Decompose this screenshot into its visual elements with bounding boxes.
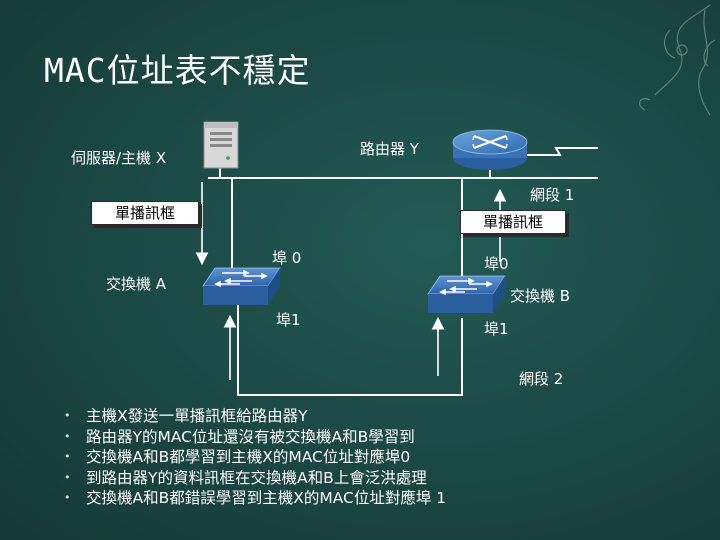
bullet-text: 交換機A和B都錯誤學習到主機X的MAC位址對應埠 1 (86, 489, 447, 507)
segment2-label: 網段 2 (519, 370, 564, 388)
switchB-port0-label: 埠0 (484, 255, 509, 273)
bullet-item: • 交換機A和B都錯誤學習到主機X的MAC位址對應埠 1 (62, 488, 446, 509)
bullet-list: • 主機X發送一單播訊框給路由器Y • 路由器Y的MAC位址還沒有被交換機A和B學習… (62, 406, 446, 509)
unicast-frame-box-b: 單播訊框 (460, 210, 566, 234)
server-label: 伺服器/主機 X (71, 149, 167, 167)
bullet-dot-icon: • (64, 470, 71, 484)
decorative-ornament (638, 4, 716, 116)
switchB-icon (427, 275, 506, 313)
bullet-text: 路由器Y的MAC位址還沒有被交換機A和B學習到 (86, 427, 415, 446)
switchB-port1-label: 埠1 (484, 320, 509, 338)
switchA-port0-label: 埠 0 (272, 249, 302, 267)
bullet-dot-icon: • (64, 450, 71, 463)
segment2-line (237, 305, 463, 396)
bullet-text: 交換機A和B都學習到主機X的MAC位址對應埠0 (86, 448, 411, 466)
bullet-dot-icon: • (64, 409, 71, 422)
unicast-frame-box-a: 單播訊框 (91, 201, 199, 225)
router-label: 路由器 Y (360, 140, 419, 158)
switchB-label: 交換機 B (510, 287, 571, 305)
bullet-item: • 主機X發送一單播訊框給路由器Y (62, 406, 446, 427)
bullet-item: • 到路由器Y的資料訊框在交換機A和B上會泛洪處理 (62, 468, 446, 489)
slide-title: MAC位址表不穩定 (44, 51, 311, 90)
switchA-icon (202, 267, 281, 305)
bullet-text: 主機X發送一單播訊框給路由器Y (86, 407, 308, 425)
bullet-text: 到路由器Y的資料訊框在交換機A和B上會泛洪處理 (86, 468, 427, 487)
segment1-label: 網段 1 (530, 186, 575, 204)
router-cable (525, 147, 598, 156)
server-icon (203, 121, 239, 169)
switchA-label: 交換機 A (106, 275, 167, 293)
bullet-item: • 路由器Y的MAC位址還沒有被交換機A和B學習到 (62, 427, 446, 448)
switchA-port1-label: 埠1 (276, 311, 301, 329)
bullet-item: • 交換機A和B都學習到主機X的MAC位址對應埠0 (62, 447, 446, 468)
router-icon (452, 129, 528, 170)
bullet-dot-icon: • (64, 429, 71, 443)
bullet-dot-icon: • (64, 491, 71, 504)
